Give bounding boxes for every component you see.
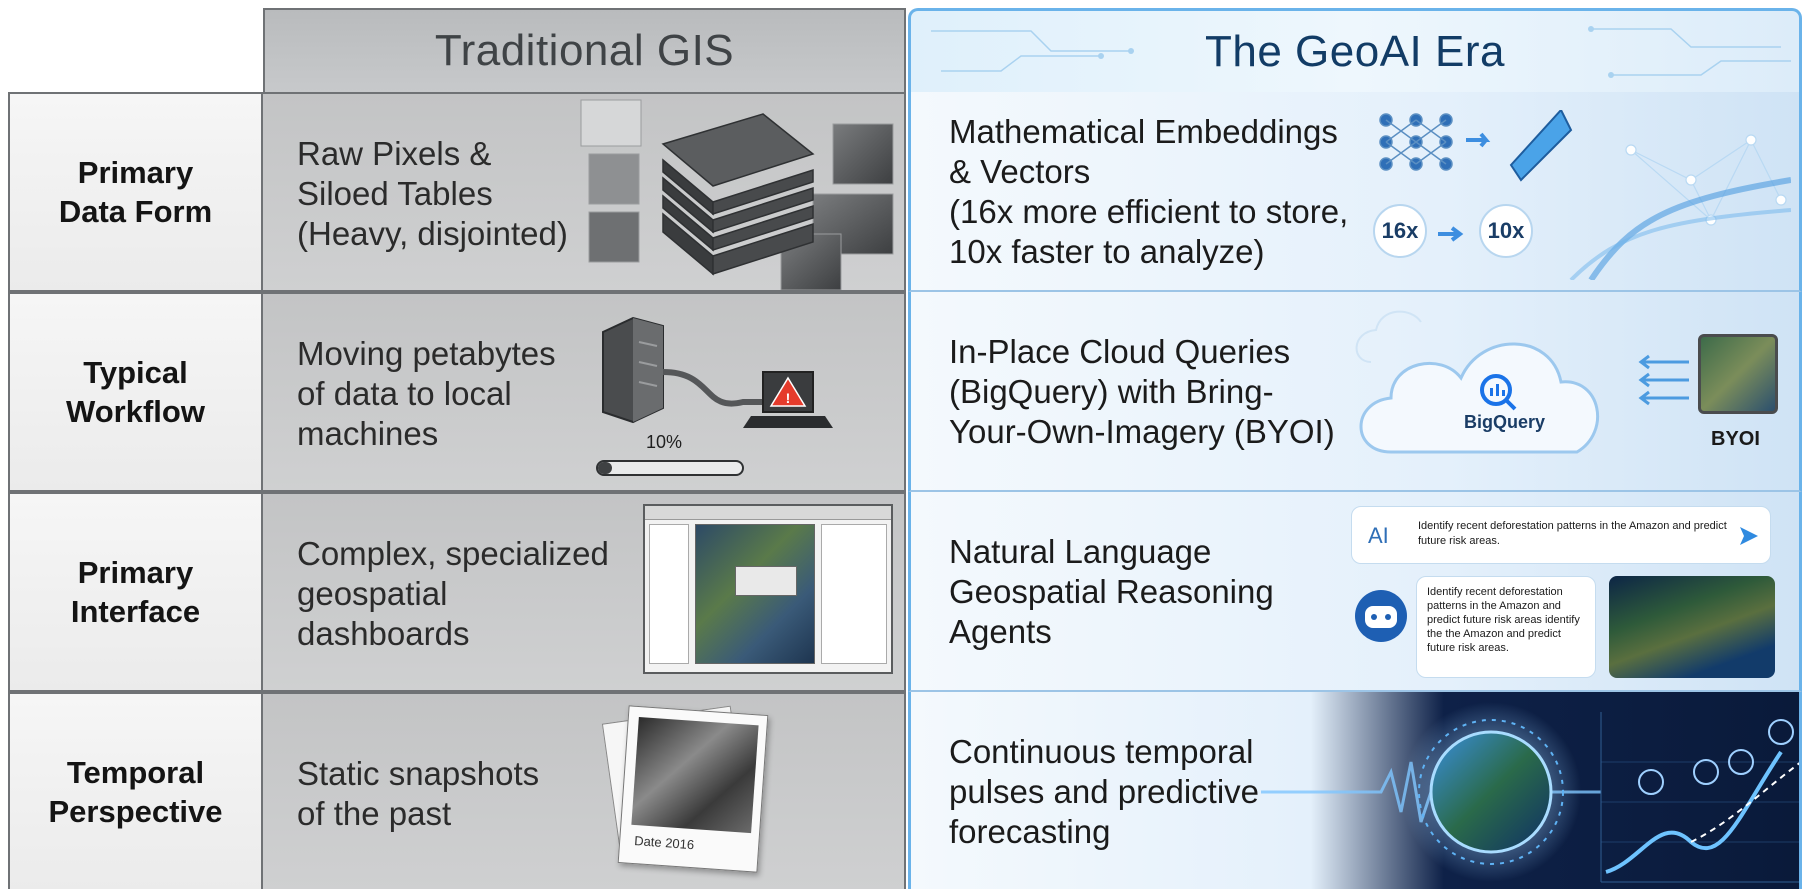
geoai-era-title: The GeoAI Era xyxy=(1205,26,1505,76)
temporal-forecast-graphic xyxy=(1261,702,1799,883)
chat-prompt-text: Identify recent deforestation patterns i… xyxy=(1418,520,1727,547)
cloud-label: BigQuery xyxy=(1464,412,1546,432)
row-primary-data-form: Primary Data Form Raw Pixels & Siloed Ta… xyxy=(8,92,1802,292)
row-label: Temporal Perspective xyxy=(8,692,263,889)
embedding-graphics xyxy=(1379,110,1791,280)
globe-icon xyxy=(1429,730,1553,854)
arrow-icon xyxy=(1438,226,1464,242)
progress-percent: 10% xyxy=(646,432,683,452)
storage-badge: 16x xyxy=(1373,204,1427,258)
server-to-laptop-graphic: ! xyxy=(602,316,833,428)
ai-badge: AI xyxy=(1368,523,1389,548)
row-primary-interface: Primary Interface Complex, specialized g… xyxy=(8,492,1802,692)
geoai-cell-text: Natural Language Geospatial Reasoning Ag… xyxy=(949,533,1274,650)
traditional-cell: Moving petabytes of data to local machin… xyxy=(263,292,906,492)
neural-network-icon xyxy=(1379,113,1453,171)
row-label-text: Primary Data Form xyxy=(58,155,213,229)
progress-bar-fill xyxy=(598,462,613,474)
geoai-cell: In-Place Cloud Queries (BigQuery) with B… xyxy=(908,292,1802,492)
geoai-cell: Natural Language Geospatial Reasoning Ag… xyxy=(908,492,1802,692)
send-icon[interactable] xyxy=(1738,525,1760,547)
storage-badge-text: 16x xyxy=(1381,218,1419,243)
snapshot-photo: Date 2016 xyxy=(617,705,769,873)
row-label-text: Typical Workflow xyxy=(66,355,205,429)
server-icon xyxy=(602,316,664,424)
speed-badge-text: 10x xyxy=(1487,218,1525,243)
stacked-raster-tiles-icon xyxy=(580,99,894,290)
geoai-cell: Mathematical Embeddings & Vectors (16x m… xyxy=(908,92,1802,292)
geoai-cell-text: In-Place Cloud Queries (BigQuery) with B… xyxy=(949,333,1335,450)
traditional-cell: Complex, specialized geospatial dashboar… xyxy=(263,492,906,692)
geoai-cell: Continuous temporal pulses and predictiv… xyxy=(908,692,1802,889)
americas-map-thumbnail xyxy=(1609,576,1775,678)
chat-prompt-box[interactable]: AI Identify recent deforestation pattern… xyxy=(1351,506,1771,564)
traditional-gis-title: Traditional GIS xyxy=(434,26,735,75)
speed-badge: 10x xyxy=(1479,204,1533,258)
bigquery-icon xyxy=(1480,374,1517,411)
laptop-warning-icon: ! xyxy=(743,371,833,428)
arrow-icon xyxy=(1466,132,1491,148)
traditional-cell: Raw Pixels & Siloed Tables (Heavy, disjo… xyxy=(263,92,906,292)
traditional-cell: Static snapshots of the past Date 2016 xyxy=(263,692,906,889)
row-label: Primary Data Form xyxy=(8,92,263,292)
grayscale-satellite-image xyxy=(631,717,759,834)
geoai-cell-text: Mathematical Embeddings & Vectors (16x m… xyxy=(949,113,1349,270)
vector-diamond-icon xyxy=(1509,110,1573,182)
row-label-text: Primary Interface xyxy=(70,555,201,629)
traditional-cell-text: Static snapshots of the past xyxy=(297,755,540,832)
row-temporal-perspective: Temporal Perspective Static snapshots of… xyxy=(8,692,1802,889)
row-label-text: Temporal Perspective xyxy=(48,755,223,829)
row-typical-workflow: Typical Workflow Moving petabytes of dat… xyxy=(8,292,1802,492)
row-label: Primary Interface xyxy=(8,492,263,692)
traditional-cell-text: Moving petabytes of data to local machin… xyxy=(297,335,556,452)
robot-icon xyxy=(1355,590,1407,642)
row-label: Typical Workflow xyxy=(8,292,263,492)
traditional-cell-text: Complex, specialized geospatial dashboar… xyxy=(297,535,609,652)
geoai-era-header: The GeoAI Era xyxy=(908,8,1802,92)
satellite-image-thumbnail xyxy=(1698,334,1778,414)
chat-reply-box: Identify recent deforestation patterns i… xyxy=(1416,576,1596,678)
network-nodes-decoration xyxy=(1569,134,1791,280)
incoming-arrows-icon xyxy=(1638,354,1689,406)
circuit-pattern-decoration xyxy=(931,26,1791,78)
progress-bar xyxy=(596,460,744,476)
byoi-label: BYOI xyxy=(1711,428,1760,450)
geoai-cell-text: Continuous temporal pulses and predictiv… xyxy=(949,733,1260,850)
traditional-cell-text: Raw Pixels & Siloed Tables (Heavy, disjo… xyxy=(297,135,568,252)
photo-caption: Date 2016 xyxy=(633,833,695,853)
svg-text:!: ! xyxy=(786,390,791,406)
cloud-icon xyxy=(1355,310,1600,454)
gis-dashboard-screenshot xyxy=(643,504,893,674)
traditional-gis-header: Traditional GIS xyxy=(263,8,906,92)
chat-reply-text: Identify recent deforestation patterns i… xyxy=(1427,586,1580,654)
